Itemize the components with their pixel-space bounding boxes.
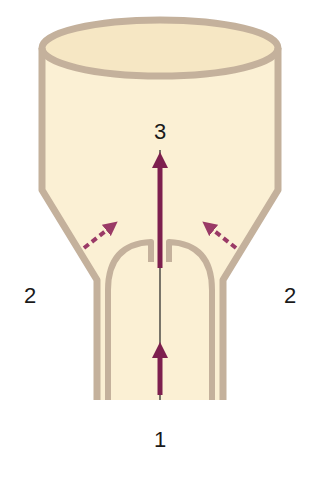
inflow-arrow [158,350,163,395]
inlet-lip [169,242,212,400]
callout-number: 2 [22,285,38,307]
vessel-wall [42,48,97,400]
outflow-arrow [158,160,163,268]
callout-number: 2 [282,285,298,307]
callout-number: 3 [152,121,168,143]
vessel-rim [42,20,278,76]
entrained-flow-arrow [208,226,236,248]
callout-number: 1 [152,429,168,451]
vessel-wall [223,48,278,400]
entrained-flow-arrow [84,226,112,248]
centre-line [159,150,160,400]
inlet-lip [108,242,151,400]
vessel-fill [42,48,278,400]
